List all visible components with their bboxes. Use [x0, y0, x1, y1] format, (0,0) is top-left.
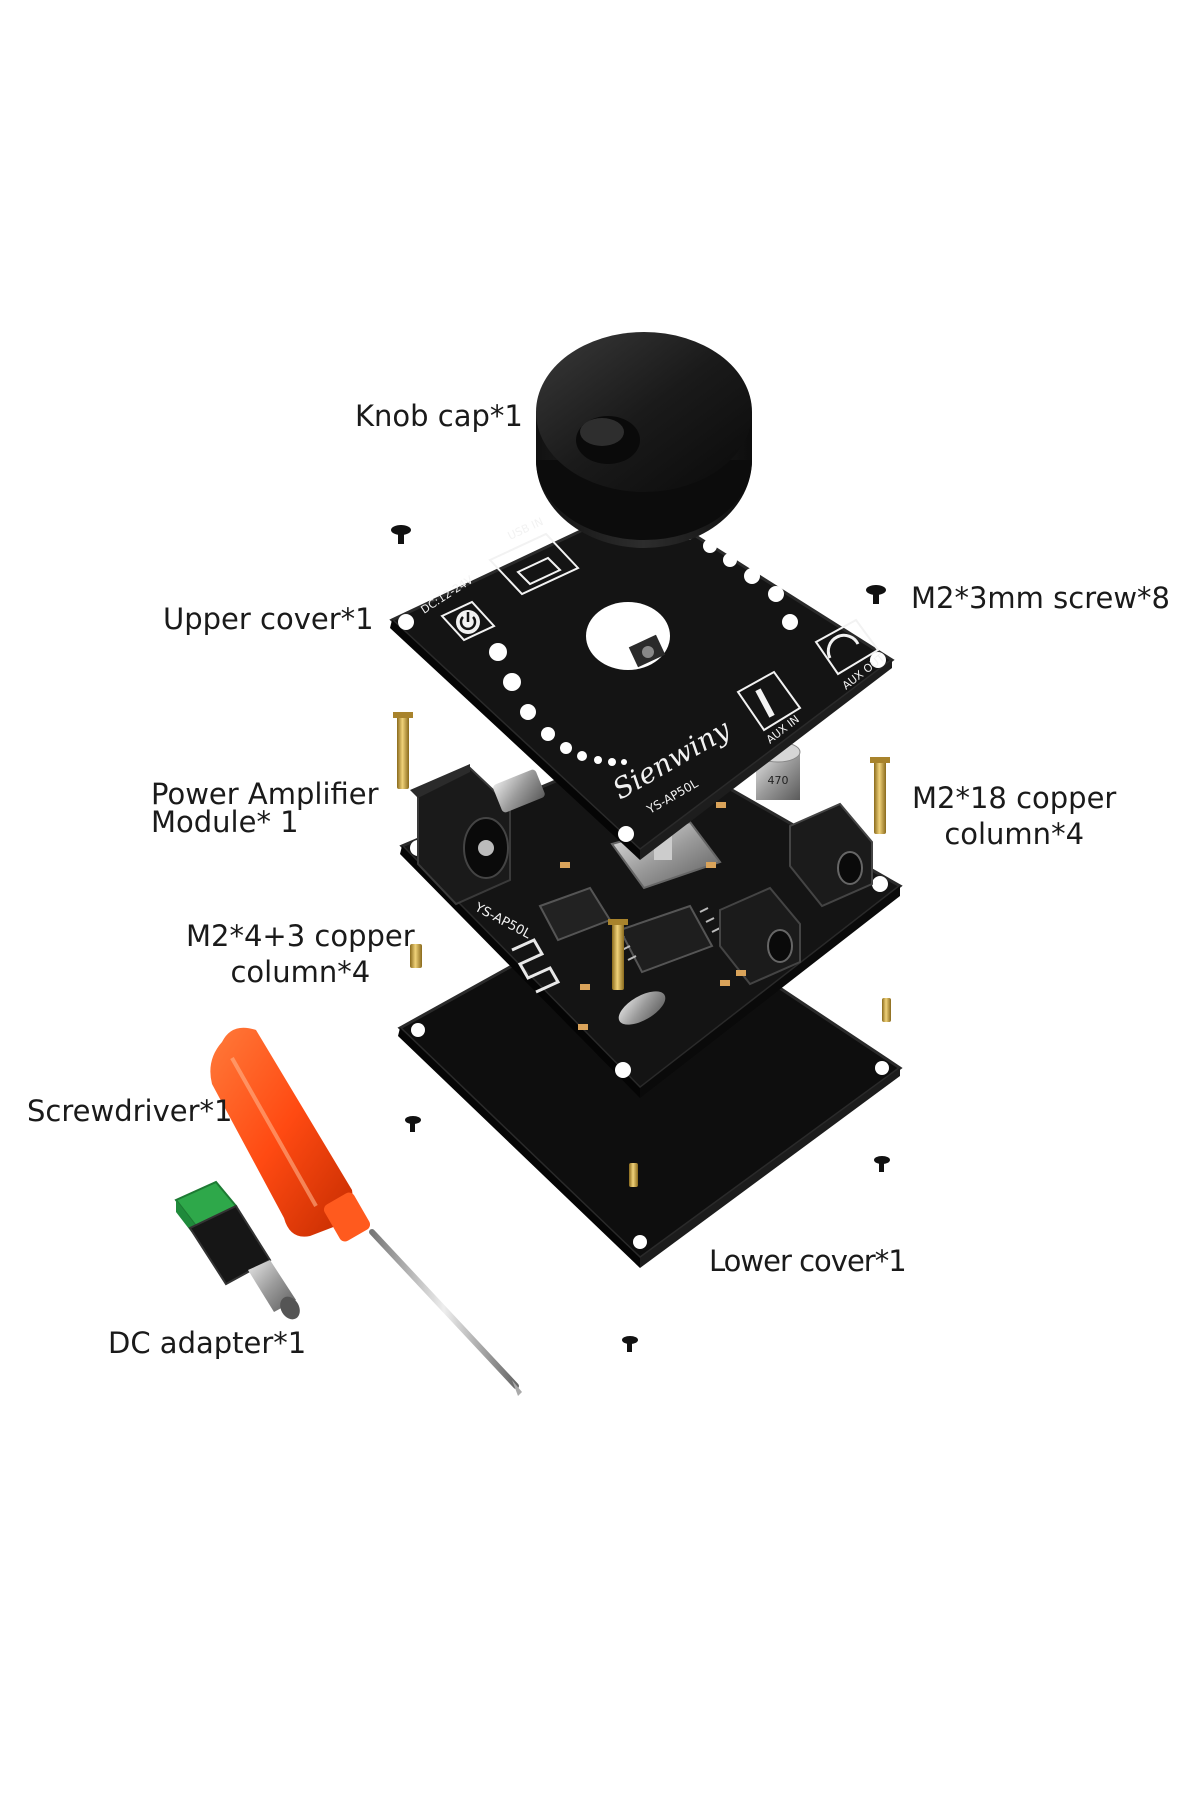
label-amp-module-line2: Module* 1	[151, 805, 299, 839]
capacitor-label: 470	[768, 774, 789, 787]
power-icon	[440, 600, 496, 642]
label-amp-module-line1: Power Amplifier	[151, 777, 379, 811]
antenna-trace	[511, 938, 561, 994]
crystal-oscillator	[618, 991, 666, 1025]
label-upper-cover: Upper cover*1	[163, 602, 374, 636]
knob-cap	[536, 332, 752, 548]
lower-standoff	[629, 1163, 638, 1187]
label-amp-module: Power Amplifier Module* 1	[151, 777, 379, 839]
usb-icon	[488, 532, 580, 596]
copper-column-m2x18	[393, 712, 413, 789]
headphone-icon	[814, 618, 880, 676]
dc-jack	[410, 764, 511, 906]
screw-icon	[866, 585, 886, 604]
screws	[391, 525, 890, 1352]
audio-jack-aux-out	[719, 886, 801, 986]
lower-standoff	[882, 998, 891, 1022]
label-copper-18-line1: M2*18 copper	[912, 781, 1117, 815]
copper-column-m2x4	[410, 944, 422, 968]
audio-jack-aux-in	[789, 802, 873, 908]
aux-plug-icon	[736, 670, 802, 732]
knob-hole	[586, 602, 670, 670]
usb-in-text: USB IN	[506, 515, 546, 543]
label-copper-18-line2: column*4	[944, 817, 1085, 851]
label-knob-cap: Knob cap*1	[355, 399, 523, 433]
copper-column-m2x18	[608, 919, 628, 990]
screw-icon	[405, 1116, 421, 1132]
screw-icon	[874, 1156, 890, 1172]
screwdriver	[210, 1027, 522, 1396]
label-copper-4-line1: M2*4+3 copper	[186, 919, 415, 953]
label-copper-4: M2*4+3 copper column*4	[186, 918, 415, 990]
label-copper-18: M2*18 copper column*4	[912, 780, 1116, 852]
screw-icon	[622, 1336, 638, 1352]
label-dc-adapter: DC adapter*1	[108, 1326, 307, 1360]
label-lower-cover: Lower cover*1	[709, 1244, 907, 1278]
label-screw: M2*3mm screw*8	[911, 581, 1170, 615]
dc-adapter	[174, 1180, 300, 1320]
amplifier-chip	[618, 904, 714, 974]
led-indicator-ring	[489, 528, 798, 766]
label-copper-4-line2: column*4	[230, 955, 371, 989]
copper-column-m2x18	[870, 757, 890, 834]
label-screwdriver: Screwdriver*1	[27, 1094, 233, 1128]
screw-icon	[391, 525, 411, 544]
usb-port	[493, 769, 545, 813]
